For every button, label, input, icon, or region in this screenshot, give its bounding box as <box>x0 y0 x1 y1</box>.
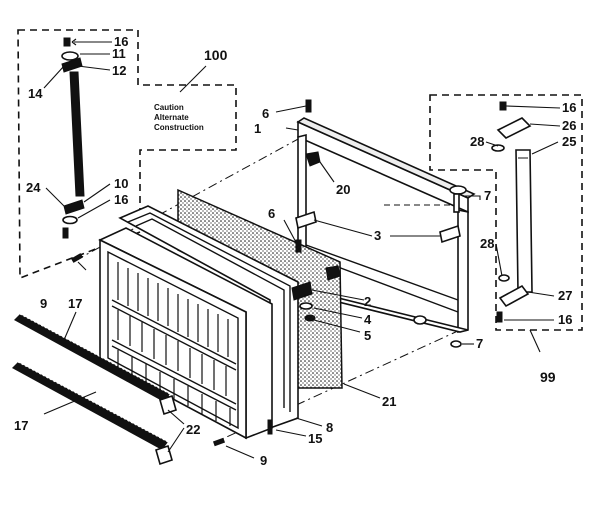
label-10: 10 <box>114 176 128 191</box>
label-15: 15 <box>308 431 322 446</box>
leader-lines <box>43 38 561 459</box>
label-7-upper: 7 <box>484 188 491 203</box>
label-7-lower: 7 <box>476 336 483 351</box>
label-8: 8 <box>326 420 333 435</box>
label-14: 14 <box>28 86 43 101</box>
end-cap-part-22-upper <box>159 394 177 416</box>
group-99-outline <box>429 94 583 331</box>
alignment-lines <box>79 137 461 441</box>
trim-strip-part-17-upper <box>14 313 171 402</box>
label-25: 25 <box>562 134 576 149</box>
frame-hardware <box>70 99 467 447</box>
label-26: 26 <box>562 118 576 133</box>
label-16-right-bottom: 16 <box>558 312 572 327</box>
label-99: 99 <box>540 369 556 385</box>
label-5: 5 <box>364 328 371 343</box>
label-28-lower: 28 <box>480 236 494 251</box>
part-labels: 16 11 12 14 100 24 10 16 9 17 17 22 9 15… <box>14 34 576 468</box>
label-9-left: 9 <box>40 296 47 311</box>
label-6-mid: 6 <box>268 206 275 221</box>
trim-strip-part-17-lower <box>12 361 169 450</box>
caution-note-line-2: Alternate <box>154 113 189 122</box>
label-4: 4 <box>364 312 372 327</box>
label-12: 12 <box>112 63 126 78</box>
label-6-top: 6 <box>262 106 269 121</box>
label-22: 22 <box>186 422 200 437</box>
label-16-right-top: 16 <box>562 100 576 115</box>
label-11: 11 <box>112 46 126 61</box>
label-1: 1 <box>254 121 261 136</box>
group-100-outline <box>17 29 237 280</box>
label-17-upper: 17 <box>68 296 82 311</box>
door-gasket-part-8 <box>118 205 299 430</box>
label-100: 100 <box>204 47 228 63</box>
label-9-bottom: 9 <box>260 453 267 468</box>
label-16-top-left: 16 <box>114 34 128 49</box>
left-hinge-assembly <box>61 37 85 239</box>
label-28-upper: 28 <box>470 134 484 149</box>
caution-note: Caution Alternate Construction <box>154 103 204 132</box>
label-16-left: 16 <box>114 192 128 207</box>
label-27: 27 <box>558 288 572 303</box>
caution-note-line-1: Caution <box>154 103 184 112</box>
label-24: 24 <box>26 180 41 195</box>
label-3: 3 <box>374 228 381 243</box>
label-20: 20 <box>336 182 350 197</box>
label-17-lower: 17 <box>14 418 28 433</box>
end-cap-part-22-lower <box>155 444 173 466</box>
label-2: 2 <box>364 294 371 309</box>
label-21: 21 <box>382 394 396 409</box>
right-hinge-assembly <box>491 101 533 323</box>
caution-note-line-3: Construction <box>154 123 204 132</box>
